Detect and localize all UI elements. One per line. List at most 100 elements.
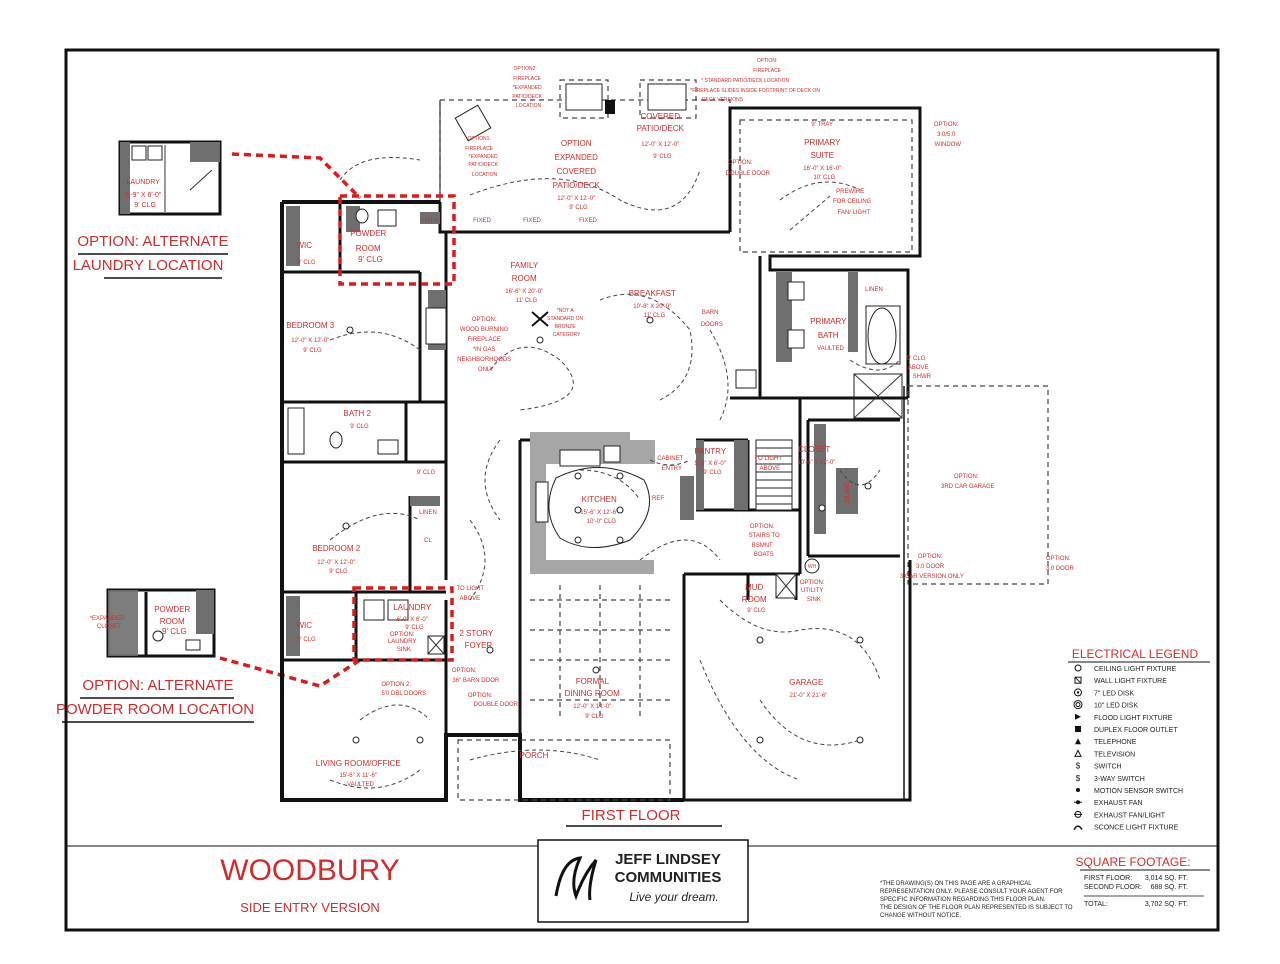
window-option-label: OPTION: 3.0/5.0 WINDOW [0,0,970,148]
legend-item-led-7: 7" LED DISK [1074,688,1135,697]
svg-text:$: $ [1076,762,1081,771]
deck-options [439,79,731,233]
logo-tagline: Live your dream. [629,890,718,904]
room-labels: POWDER ROOM 9' CLG LINEN WIC 9' CLG BEDR… [0,0,1074,788]
legend-item-led-10: 10" LED DISK [1073,700,1138,710]
alt-powder-inset: *EXPANDED CLOSET POWDER ROOM 9' CLG [0,0,216,658]
legend-item-ceiling-light: CEILING LIGHT FIXTURE [1074,664,1177,673]
legend-label: SWITCH [1094,764,1122,771]
exhaust-fan-light-icon [1074,810,1082,818]
bedroom2-label: BEDROOM 2 12'-0" X 12'-0" 9' CLG [0,0,376,575]
sqft-total-label: TOTAL: [1084,901,1108,908]
cabinet-entry-label: CABINET ENTRY [0,0,695,472]
company-logo: JEFF LINDSEY COMMUNITIES Live your dream… [537,839,749,923]
disclaimer: *THE DRAWING(S) ON THIS PAGE ARE A GRAPH… [880,881,1073,919]
fireplace-note-label: *NOT A STANDARD ON BRONZE CATEGORY [0,0,593,338]
to-light-above-foyer-label: TO LIGHT ABOVE [0,0,496,602]
legend-item-motion-switch: MOTION SENSOR SWITCH [1076,788,1183,795]
television-icon [1074,749,1082,757]
sconce-icon [1073,825,1083,830]
sqft-row-first-value: 3,014 SQ. FT. [1145,875,1188,882]
primary-suite-label: 9' TRAY PRIMARY SUITE 16'-0" X 16'-0" 10… [0,0,857,181]
legend-label: 7" LED DISK [1094,690,1135,697]
legend-label: WALL LIGHT FIXTURE [1094,678,1167,685]
legend-item-wall-light: WALL LIGHT FIXTURE [1074,676,1167,685]
wic-top-label: WIC 9' CLG [0,0,328,266]
porch-label: PORCH [520,751,549,760]
hall-clg-label: 9' CLG [417,470,436,476]
bedroom3-label: BEDROOM 3 12'-0" X 12'-0" 9' CLG [0,0,350,354]
mud-room-label: MUD ROOM 9' CLG [0,0,782,614]
formal-dining-label: FORMAL DINING ROOM 12'-0" X 14'-0" 9' CL… [0,0,635,720]
legend-item-telephone: TELEPHONE [1075,738,1137,746]
third-car-garage-label: OPTION: 3RD CAR GARAGE [0,0,1003,490]
legend-label: TELEPHONE [1094,739,1137,746]
electrical-legend: ELECTRICAL LEGEND CEILING LIGHT FIXTUREW… [1068,647,1210,832]
bath2-label: BATH 2 9' CLG [0,0,386,430]
motion-switch-icon [1076,788,1080,792]
alt-powder-closet-note: *EXPANDED CLOSET [0,0,136,630]
fireplace-option-label: OPTION: WOOD BURNING FIREPLACE *IN GAS N… [0,0,523,373]
alt-laundry-inset-label: LAUNDRY 5'-9" X 6'-0" 9' CLG [0,0,175,209]
legend-label: FLOOD LIGHT FIXTURE [1094,715,1173,722]
plumbing-fixtures [287,208,903,655]
third-car-garage-option [903,385,1049,800]
fixed-label-2: FIXED [523,218,541,224]
plan-name: WOODBURY [220,854,399,887]
alt-laundry-title-1: OPTION: ALTERNATE [77,233,228,250]
utility-sink-label: OPTION: UTILITY SINK [0,0,836,603]
pantry-label: PANTRY 5'-6" X 6'-0" 9' CLG [0,0,742,476]
kitchen-cabinets [530,432,655,574]
logo-monogram-icon [554,856,598,901]
dining-ceiling-grid [457,585,671,801]
linen-top-label: LINEN [421,218,439,224]
legend-item-exhaust-fan: EXHAUST FAN [1074,800,1143,807]
legend-item-sconce: SCONCE LIGHT FIXTURE [1073,825,1179,832]
sheet-border [64,48,1220,932]
legend-label: 10" LED DISK [1094,703,1138,710]
breakfast-label: BREAKFAST 10'-8" X 20'-0" 11' CLG [0,0,691,319]
option-3door-b-label: OPTION: 3.0 DOOR 3 CAR VERSION ONLY [0,0,972,580]
sqft-total-value: 3,702 SQ. FT. [1145,901,1188,908]
foyer-label: 2 STORY FOYER [0,0,509,650]
linen-bath-label: LINEN [865,287,883,293]
option2-fireplace-label: OPTION2: FIREPLACE *EXPANDED PATIO/DECK … [0,0,552,109]
legend-label: EXHAUST FAN [1094,800,1143,807]
laundry-sink-label: OPTION: LAUNDRY SINK [0,0,428,653]
svg-text:$: $ [1076,774,1081,783]
legend-label: EXHAUST FAN/LIGHT [1094,812,1166,819]
electrical-wiring [329,157,901,789]
fireplace-top-note: OPTION: FIREPLACE * STANDARD PATIO/DECK … [0,0,830,103]
legend-item-exhaust-fan-light: EXHAUST FAN/LIGHT [1074,810,1166,819]
covered-patio-label: COVERED PATIO/DECK 12'-0" X 12'-0" 9' CL… [0,0,699,160]
barn-doors-label: BARN DOORS [0,0,731,328]
led-10-icon [1073,700,1083,710]
telephone-icon [1075,738,1081,745]
legend-label: CEILING LIGHT FIXTURE [1094,666,1177,673]
light-fixtures [342,316,872,744]
ceiling-light-icon [1074,664,1082,672]
double-door-label: OPTION: DOUBLE DOOR [0,0,778,177]
ref-label: REF [652,496,664,502]
alt-laundry-callout [231,152,362,200]
wic-bottom-label: WIC 9' CLG [0,0,328,643]
alt-powder-inset-label: POWDER ROOM 9' CLG [0,0,206,636]
closet-label: CLOSET 10'-6" X 12'-0" [0,0,847,466]
water-heater-label: WH [808,564,817,570]
linen-mid-label: LINEN [419,510,437,516]
alt-laundry-title-2: LAUNDRY LOCATION [73,257,224,274]
laundry-option-highlight [352,586,454,662]
legend-item-television: TELEVISION [1074,749,1135,758]
alt-laundry-inset: LAUNDRY 5'-9" X 6'-0" 9' CLG [0,0,222,216]
barn-door-36-label: OPTION: 36" BARN DOOR [0,0,508,684]
laundry-label: LAUNDRY 6'-0" X 6'-0" 9' CLG [0,0,447,631]
legend-label: 3-WAY SWITCH [1094,776,1145,783]
legend-label: DUPLEX FLOOR OUTLET [1094,727,1178,734]
double-door-dining-label: OPTION: DOUBLE DOOR [0,0,526,708]
prewire-label: PREWIRE FOR CEILING FAN/ LIGHT [0,0,883,216]
fireplace [425,307,549,345]
living-room-label: LIVING ROOM/OFFICE 15'-6" X 11'-6" VAULT… [0,0,416,788]
garage-label: GARAGE 21'-0" X 21'-6" [0,0,839,699]
switch-icon: $ [1076,762,1081,771]
